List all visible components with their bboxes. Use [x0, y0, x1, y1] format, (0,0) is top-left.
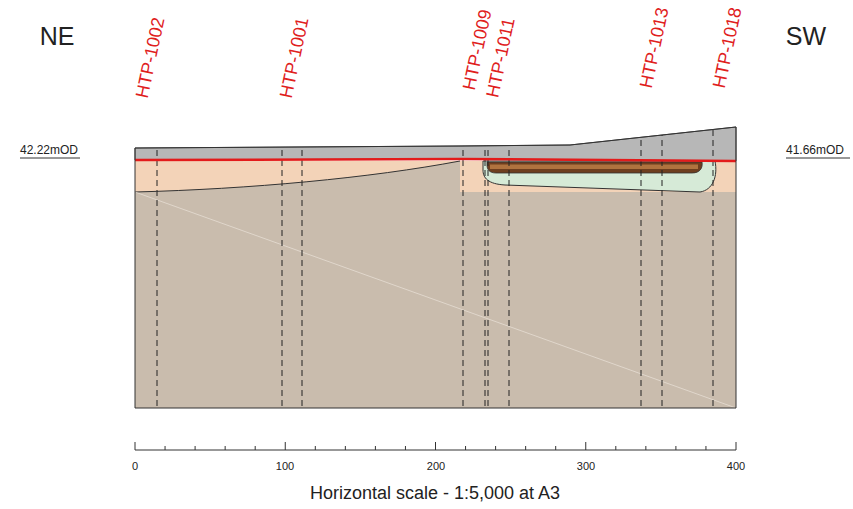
- scale-tick: [465, 446, 466, 450]
- scale-tick: [135, 442, 136, 450]
- scale-caption: Horizontal scale - 1:5,000 at A3: [310, 484, 560, 504]
- scale-tick: [225, 446, 226, 450]
- scale-tick: [345, 446, 346, 450]
- scale-tick: [705, 446, 706, 450]
- borehole-line: [282, 120, 283, 408]
- scale-tick: [375, 446, 376, 450]
- borehole-line: [713, 120, 714, 408]
- scale-number: 100: [276, 460, 294, 472]
- scale-number: 300: [577, 460, 595, 472]
- scale-tick: [165, 446, 166, 450]
- scale-tick: [645, 446, 646, 450]
- faint-line: [135, 192, 736, 408]
- scale-tick: [405, 446, 406, 450]
- scale-tick: [315, 446, 316, 450]
- bedrock-layer: [135, 192, 736, 408]
- level-label: 41.66mOD: [786, 144, 844, 157]
- level-underline: [786, 158, 850, 159]
- bedrock-rise: [135, 161, 460, 192]
- scale-tick: [585, 442, 586, 450]
- borehole-line: [463, 120, 464, 408]
- direction-label: SW: [786, 23, 826, 51]
- borehole-line: [641, 120, 642, 408]
- scale-ticks: [135, 442, 736, 450]
- level-underline: [20, 158, 80, 159]
- borehole-line: [157, 120, 158, 408]
- borehole-label: HTP-1013: [637, 6, 673, 90]
- scale-tick: [435, 442, 436, 450]
- borehole-line: [302, 120, 303, 408]
- direction-label: NE: [40, 23, 75, 51]
- scale-tick: [736, 442, 737, 450]
- scale-tick: [555, 446, 556, 450]
- scale-tick: [525, 446, 526, 450]
- water-level: [135, 159, 736, 161]
- scale-number: 0: [132, 460, 138, 472]
- scale-tick: [675, 446, 676, 450]
- borehole-line: [488, 120, 489, 408]
- sand-layer: [135, 161, 736, 408]
- scale-number: 400: [727, 460, 745, 472]
- scale-number: 200: [427, 460, 445, 472]
- borehole-label: HTP-1002: [133, 16, 169, 100]
- scale-tick: [195, 446, 196, 450]
- peat-band: [487, 162, 702, 173]
- borehole-line: [485, 120, 486, 408]
- borehole-label: HTP-1001: [277, 16, 313, 100]
- borehole-line: [662, 120, 663, 408]
- made-ground: [135, 127, 736, 161]
- peat-inner: [490, 165, 698, 170]
- borehole-lines: [157, 120, 713, 408]
- borehole-label: HTP-1018: [710, 6, 746, 90]
- scale-tick: [615, 446, 616, 450]
- layer-boundary: [135, 161, 460, 192]
- level-label: 42.22mOD: [20, 144, 78, 157]
- borehole-line: [509, 120, 510, 408]
- clay-lens: [483, 161, 716, 192]
- scale-tick: [255, 446, 256, 450]
- scale-tick: [495, 446, 496, 450]
- section-outline: [135, 127, 736, 408]
- scale-tick: [285, 442, 286, 450]
